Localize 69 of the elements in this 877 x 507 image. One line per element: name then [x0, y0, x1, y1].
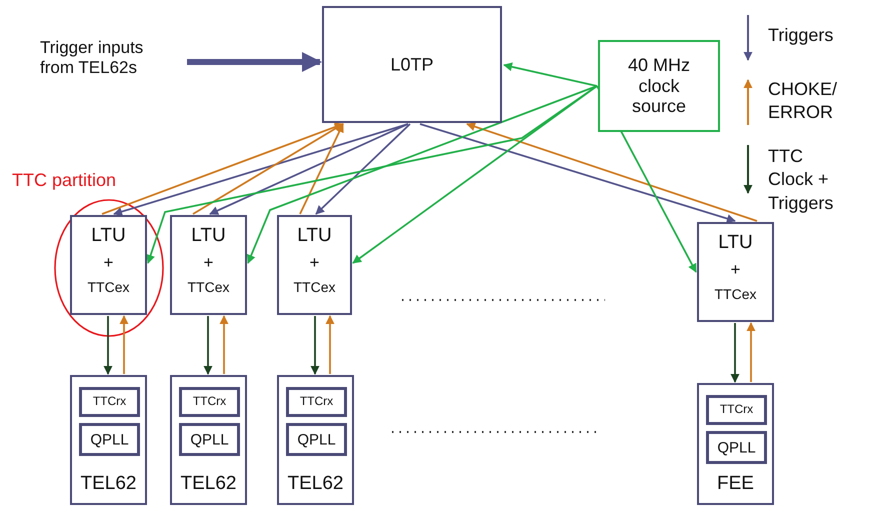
- module-label: TTCex: [714, 286, 758, 302]
- chip-box: [706, 395, 767, 425]
- module-box: [697, 222, 774, 322]
- board-box: [277, 375, 354, 505]
- arrow: [204, 316, 212, 375]
- module-label: TTCex: [86, 279, 130, 296]
- board-box: [697, 383, 774, 505]
- arrow: [326, 315, 334, 374]
- board-box: [70, 375, 147, 505]
- module-label: +: [102, 253, 114, 273]
- chip-label: TTCrx: [92, 395, 128, 409]
- module-label: LTU: [90, 225, 127, 247]
- chip-box: [79, 387, 140, 417]
- chip-box: [79, 423, 140, 456]
- module-label: LTU: [190, 225, 227, 247]
- arrow: [220, 315, 228, 374]
- module-label: LTU: [717, 232, 754, 254]
- board-box: [170, 375, 247, 505]
- arrow: [104, 316, 112, 375]
- chip-box: [706, 431, 767, 464]
- module-label: +: [730, 260, 742, 280]
- processor-box: [322, 6, 502, 123]
- arrow: [730, 323, 740, 383]
- chip-label: QPLL: [296, 430, 337, 448]
- trigger-input-label: Trigger inputs from TEL62s: [40, 38, 144, 78]
- legend-label: Triggers: [768, 24, 834, 47]
- module-label: +: [202, 253, 214, 273]
- legend-label: CHOKE/ ERROR: [768, 78, 838, 124]
- clock-source-box: [598, 40, 720, 132]
- chip-box: [286, 423, 347, 456]
- chip-label: TTCrx: [718, 403, 754, 417]
- chip-label: QPLL: [189, 430, 230, 448]
- board-label: TEL62: [286, 473, 344, 495]
- module-label: TTCex: [186, 279, 230, 296]
- module-label: TTCex: [292, 279, 336, 296]
- arrow: [299, 123, 344, 214]
- arrow: [102, 122, 344, 215]
- arrow: [113, 123, 408, 216]
- module-label: +: [308, 253, 320, 273]
- chip-box: [286, 387, 347, 417]
- board-label: TEL62: [180, 473, 238, 495]
- arrow: [746, 322, 756, 382]
- module-box: [70, 215, 147, 315]
- chip-box: [179, 423, 240, 456]
- arrow: [120, 315, 128, 374]
- arrow: [310, 316, 320, 375]
- board-label: TEL62: [80, 473, 138, 495]
- arrow: [209, 123, 408, 215]
- board-label: FEE: [716, 473, 755, 495]
- arrow: [466, 122, 758, 222]
- arrow: [352, 85, 598, 264]
- module-box: [277, 215, 352, 315]
- chip-label: QPLL: [716, 438, 757, 456]
- thick-arrow: [187, 52, 322, 72]
- clock-label: 40 MHz clock source: [626, 54, 691, 118]
- arrow: [420, 123, 736, 223]
- legend-label: TTC Clock + Triggers: [768, 145, 834, 215]
- module-box: [170, 215, 247, 315]
- arrow: [246, 85, 598, 264]
- processor-label: L0TP: [389, 54, 435, 75]
- arrow: [315, 123, 411, 215]
- chip-label: TTCrx: [298, 395, 334, 409]
- arrow: [192, 123, 344, 215]
- chip-label: TTCrx: [192, 395, 228, 409]
- chip-box: [179, 387, 240, 417]
- module-label: LTU: [296, 225, 333, 247]
- arrow: [503, 62, 598, 87]
- partition-label: TTC partition: [12, 170, 116, 191]
- chip-label: QPLL: [89, 430, 130, 448]
